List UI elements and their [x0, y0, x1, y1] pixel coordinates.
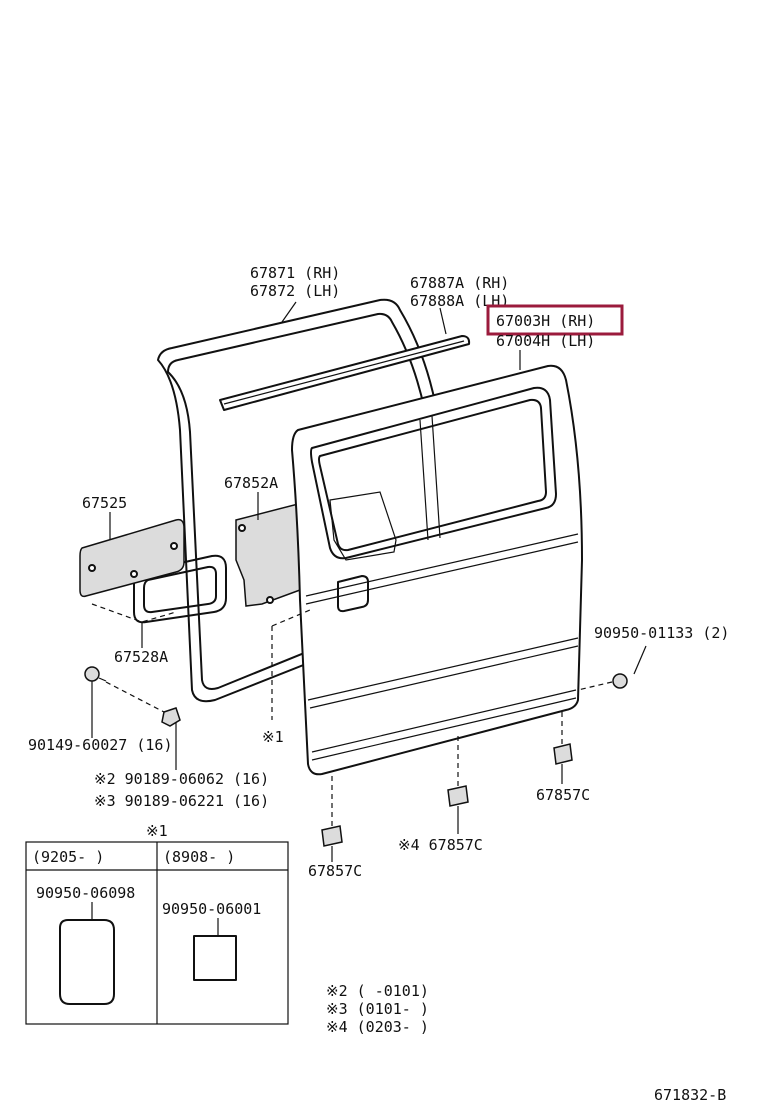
inset-col1-part[interactable]: 90950-06098: [36, 884, 135, 902]
label-67525[interactable]: 67525: [82, 494, 127, 512]
note-3: ※3 (0101- ): [326, 1000, 429, 1018]
label-67857c-right[interactable]: 67857C: [536, 786, 590, 804]
note-4: ※4 (0203- ): [326, 1018, 429, 1036]
label-67888a[interactable]: 67888A (LH): [410, 292, 509, 310]
label-67003h[interactable]: 67003H (RH): [496, 312, 595, 330]
clip-90189[interactable]: [161, 707, 181, 727]
bracket-67852a[interactable]: [235, 503, 311, 607]
label-ref1: ※1: [262, 728, 284, 746]
leader-lines: [91, 301, 647, 862]
label-67857c-mid[interactable]: ※4 67857C: [398, 836, 483, 854]
label-67857c-left[interactable]: 67857C: [308, 862, 362, 880]
label-67528a[interactable]: 67528A: [114, 648, 168, 666]
label-67887a[interactable]: 67887A (RH): [410, 274, 509, 292]
bolt-90149[interactable]: [84, 666, 107, 682]
label-67871[interactable]: 67871 (RH): [250, 264, 340, 282]
label-90950-01133[interactable]: 90950-01133 (2): [594, 624, 729, 642]
stopper-67857c-right[interactable]: [553, 743, 573, 765]
label-90189-06062[interactable]: ※2 90189-06062 (16): [94, 770, 269, 788]
inset-col2-part[interactable]: 90950-06001: [162, 900, 261, 918]
stopper-67857c-left[interactable]: [321, 825, 343, 847]
stopper-67857c-mid[interactable]: [447, 785, 469, 807]
label-90189-06221[interactable]: ※3 90189-06221 (16): [94, 792, 269, 810]
plug-90950-06098[interactable]: [59, 919, 115, 1005]
inset-col1-header: (9205- ): [32, 848, 104, 866]
belt-moulding-67887a[interactable]: [219, 335, 471, 411]
diagram-id: 671832-B: [654, 1086, 726, 1104]
plug-90950-01133[interactable]: [612, 673, 628, 689]
inset-table: ※1 (9205- ) (8908- ) 90950-06098 90950-0…: [25, 822, 289, 1025]
plate-67525[interactable]: [79, 518, 185, 598]
inset-title: ※1: [146, 822, 168, 840]
label-67872[interactable]: 67872 (LH): [250, 282, 340, 300]
plug-90950-06001[interactable]: [193, 935, 237, 981]
label-67004h[interactable]: 67004H (LH): [496, 332, 595, 350]
inset-col2-header: (8908- ): [163, 848, 235, 866]
label-90149[interactable]: 90149-60027 (16): [28, 736, 173, 754]
label-67852a[interactable]: 67852A: [224, 474, 278, 492]
note-2: ※2 ( -0101): [326, 982, 429, 1000]
highlight-box: [486, 304, 624, 336]
door-panel-67003h[interactable]: [291, 364, 583, 776]
